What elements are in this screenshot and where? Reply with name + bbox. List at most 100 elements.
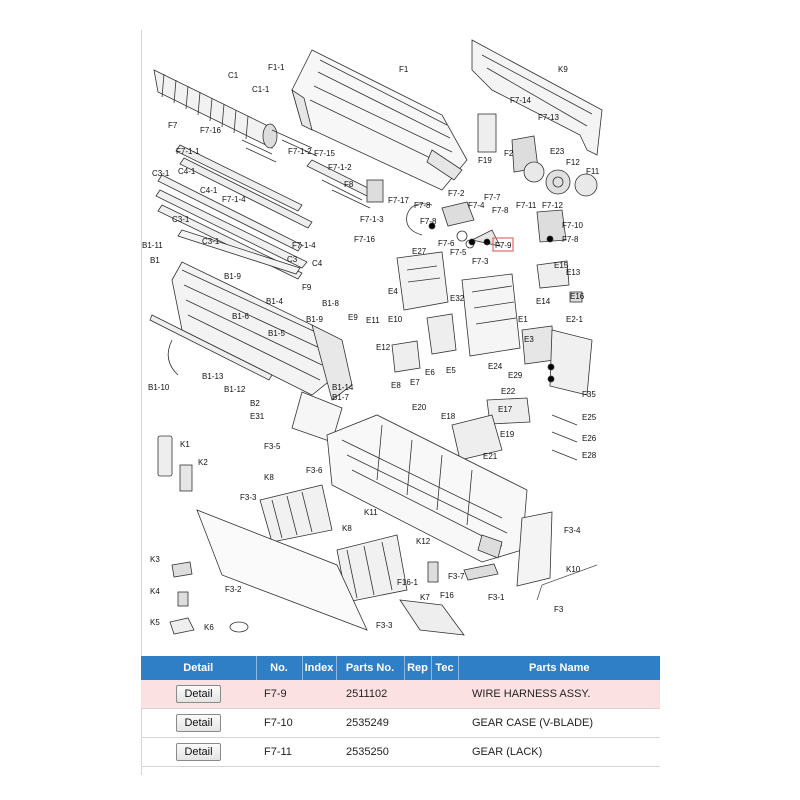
callout-label[interactable]: C4-1 [200, 186, 218, 195]
callout-label[interactable]: K5 [150, 618, 160, 627]
callout-label[interactable]: K3 [150, 555, 160, 564]
callout-label[interactable]: K8 [342, 524, 352, 533]
callout-label[interactable]: C3-1 [202, 237, 220, 246]
callout-label[interactable]: B1 [150, 256, 160, 265]
callout-label[interactable]: E6 [425, 368, 435, 377]
callout-label[interactable]: F16-1 [397, 578, 418, 587]
callout-label[interactable]: E2-1 [566, 315, 583, 324]
callout-label[interactable]: F7-1-3 [360, 215, 384, 224]
callout-label[interactable]: C3 [287, 255, 298, 264]
callout-label[interactable]: K10 [566, 565, 581, 574]
callout-label[interactable]: C3-1 [172, 215, 190, 224]
callout-label[interactable]: E18 [441, 412, 456, 421]
callout-label[interactable]: B1-9 [306, 315, 323, 324]
callout-label[interactable]: F7-3 [472, 257, 489, 266]
callout-label[interactable]: E28 [582, 451, 597, 460]
callout-label[interactable]: F7-9 [495, 241, 512, 250]
callout-label[interactable]: C3-1 [152, 169, 170, 178]
table-row[interactable]: Detail F7-10 2535249 GEAR CASE (V-BLADE) [141, 708, 660, 738]
callout-label[interactable]: E3 [524, 335, 534, 344]
callout-label[interactable]: F7-8 [492, 206, 509, 215]
callout-label[interactable]: E11 [366, 316, 380, 325]
callout-label[interactable]: B1-8 [322, 299, 339, 308]
callout-label[interactable]: E7 [410, 378, 420, 387]
callout-label[interactable]: K11 [364, 508, 378, 517]
callout-label[interactable]: K8 [264, 473, 274, 482]
callout-label[interactable]: F3-6 [306, 466, 323, 475]
callout-label[interactable]: F35 [582, 390, 596, 399]
callout-label[interactable]: E8 [391, 381, 401, 390]
callout-label[interactable]: B1-13 [202, 372, 224, 381]
callout-label[interactable]: F7-13 [538, 113, 559, 122]
callout-label[interactable]: F19 [478, 156, 492, 165]
callout-label[interactable]: B1-12 [224, 385, 246, 394]
callout-label[interactable]: F7-4 [468, 201, 485, 210]
callout-label[interactable]: F3-7 [448, 572, 465, 581]
callout-label[interactable]: E31 [250, 412, 265, 421]
callout-label[interactable]: F7-7 [484, 193, 501, 202]
callout-label[interactable]: E14 [536, 297, 551, 306]
callout-label[interactable]: E26 [582, 434, 597, 443]
callout-label[interactable]: F7-14 [510, 96, 531, 105]
callout-label[interactable]: B2 [250, 399, 260, 408]
callout-label[interactable]: E21 [483, 452, 498, 461]
callout-label[interactable]: F3 [554, 605, 564, 614]
callout-label[interactable]: F3-3 [240, 493, 257, 502]
callout-label[interactable]: E4 [388, 287, 398, 296]
callout-label[interactable]: F7-17 [388, 196, 409, 205]
callout-label[interactable]: F7-1-2 [328, 163, 352, 172]
table-row[interactable]: Detail F7-9 2511102 WIRE HARNESS ASSY. [141, 680, 660, 709]
callout-label[interactable]: E23 [550, 147, 565, 156]
callout-label[interactable]: C1-1 [252, 85, 270, 94]
callout-label[interactable]: K7 [420, 593, 430, 602]
callout-label[interactable]: B1-7 [332, 393, 349, 402]
callout-label[interactable]: F3-3 [376, 621, 393, 630]
detail-button[interactable]: Detail [176, 685, 221, 703]
callout-label[interactable]: C4 [312, 259, 323, 268]
callout-label[interactable]: F7-12 [542, 201, 563, 210]
detail-button[interactable]: Detail [176, 743, 221, 761]
callout-label[interactable]: K12 [416, 537, 431, 546]
callout-label[interactable]: B1-14 [332, 383, 354, 392]
callout-label[interactable]: E19 [500, 430, 515, 439]
callout-label[interactable]: E16 [570, 292, 585, 301]
callout-label[interactable]: F7-11 [516, 201, 537, 210]
callout-label[interactable]: F7-1-2 [288, 147, 312, 156]
callout-label[interactable]: F3-5 [264, 442, 281, 451]
callout-label[interactable]: E5 [446, 366, 456, 375]
callout-label[interactable]: C1 [228, 71, 239, 80]
callout-label[interactable]: B1-6 [232, 312, 249, 321]
callout-label[interactable]: F3-4 [564, 526, 581, 535]
callout-label[interactable]: F7-15 [314, 149, 335, 158]
callout-label[interactable]: K2 [198, 458, 208, 467]
callout-label[interactable]: B1-10 [148, 383, 170, 392]
callout-label[interactable]: E22 [501, 387, 516, 396]
callout-label[interactable]: E12 [376, 343, 391, 352]
callout-label[interactable]: F7 [168, 121, 178, 130]
callout-label[interactable]: F7-8 [562, 235, 579, 244]
callout-label[interactable]: E29 [508, 371, 523, 380]
callout-label[interactable]: F3-2 [225, 585, 242, 594]
callout-label[interactable]: K9 [558, 65, 568, 74]
callout-label[interactable]: C4-1 [178, 167, 196, 176]
callout-label[interactable]: E1 [518, 315, 528, 324]
callout-label[interactable]: F7-16 [200, 126, 221, 135]
callout-label[interactable]: E27 [412, 247, 427, 256]
callout-label[interactable]: E9 [348, 313, 358, 322]
callout-label[interactable]: E17 [498, 405, 513, 414]
detail-button[interactable]: Detail [176, 714, 221, 732]
callout-label[interactable]: F7-1-4 [292, 241, 316, 250]
callout-label[interactable]: E10 [388, 315, 403, 324]
callout-label[interactable]: E13 [566, 268, 581, 277]
callout-label[interactable]: K1 [180, 440, 190, 449]
callout-label[interactable]: F3-1 [488, 593, 505, 602]
callout-label[interactable]: K4 [150, 587, 160, 596]
callout-label[interactable]: B1-9 [224, 272, 241, 281]
callout-label[interactable]: F2 [504, 149, 514, 158]
callout-label[interactable]: E20 [412, 403, 427, 412]
callout-label[interactable]: F7-6 [438, 239, 455, 248]
callout-label[interactable]: F8 [344, 180, 354, 189]
callout-label[interactable]: E24 [488, 362, 503, 371]
callout-label[interactable]: F11 [586, 167, 600, 176]
callout-label[interactable]: F1 [399, 65, 409, 74]
